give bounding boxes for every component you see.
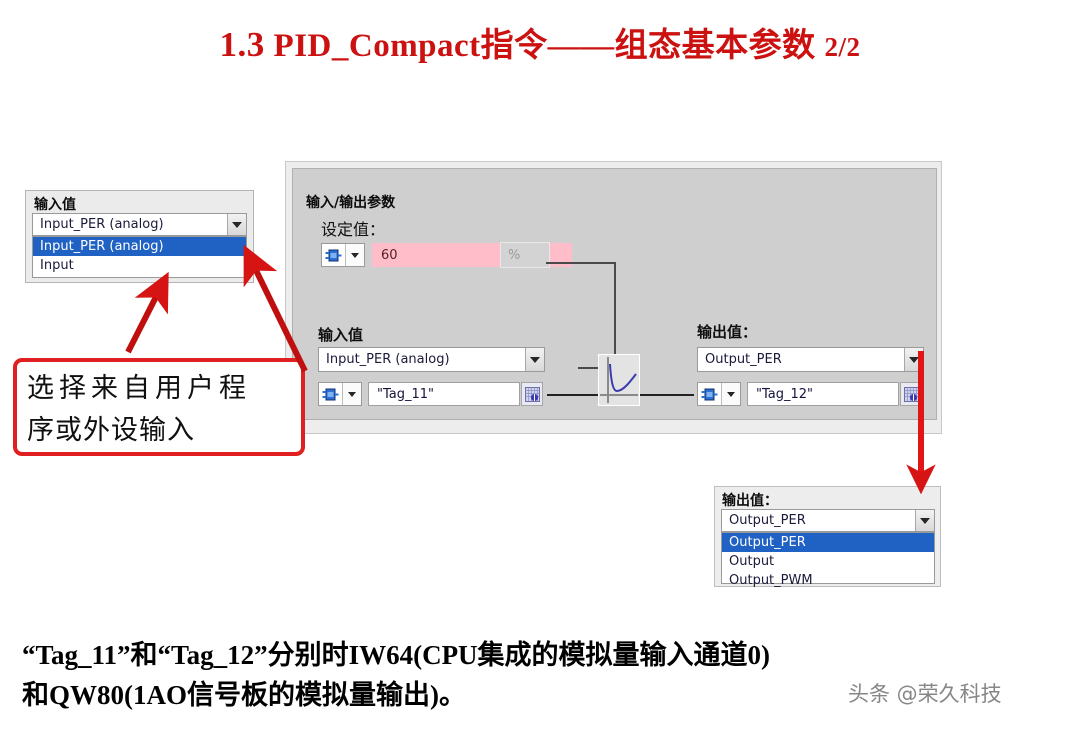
output-tag-value: "Tag_12" xyxy=(756,386,814,402)
input-value-combobox[interactable]: Input_PER (analog) xyxy=(32,213,247,236)
function-block-icon xyxy=(319,383,342,405)
function-block-glyph xyxy=(701,388,718,400)
output-value-dropdown-panel: 输出值： Output_PER Output_PER Output Output… xyxy=(714,486,941,588)
output-tag-field[interactable]: "Tag_12" xyxy=(747,382,899,406)
function-block-icon xyxy=(322,244,345,266)
pid-curve-block xyxy=(598,354,640,406)
function-block-glyph xyxy=(325,249,342,261)
input-value-combobox-arrow[interactable] xyxy=(227,214,246,235)
block-to-output-wire xyxy=(636,394,694,396)
annotation-line-1: 选择来自用户程 xyxy=(27,373,251,404)
title-page-indicator: 2/2 xyxy=(824,32,861,62)
function-block-glyph xyxy=(322,388,339,400)
output-tag-source-button[interactable] xyxy=(697,382,741,406)
caption-line-2: 和QW80(1AO信号板的模拟量输出)。 xyxy=(22,680,466,710)
page-title: 1.3 PID_Compact指令——组态基本参数 2/2 xyxy=(0,18,1080,66)
setpoint-unit: % xyxy=(508,247,521,263)
output-value-label: 输出值： xyxy=(697,323,758,341)
output-value-combobox[interactable]: Output_PER xyxy=(721,509,935,532)
br-panel-header: 输出值： xyxy=(722,493,778,509)
chevron-down-icon xyxy=(530,356,540,363)
chevron-down-icon xyxy=(350,252,359,258)
title-main: PID_Compact指令——组态基本参数 xyxy=(273,28,816,64)
input-value-combobox-value: Input_PER (analog) xyxy=(40,217,164,232)
output-value-combobox-value: Output_PER xyxy=(729,513,806,528)
caption-line-1: “Tag_11”和“Tag_12”分别时IW64(CPU集成的模拟量输入通道0) xyxy=(22,640,771,670)
input-mode-value: Input_PER (analog) xyxy=(326,352,450,367)
chevron-down-icon xyxy=(920,517,930,524)
input-tag-source-button[interactable] xyxy=(318,382,362,406)
output-value-option-list[interactable]: Output_PER Output Output_PWM xyxy=(721,532,935,588)
pid-curve-icon xyxy=(600,357,638,403)
chevron-down-icon xyxy=(232,221,242,228)
chevron-down-icon xyxy=(909,356,919,363)
input-value-option-list[interactable]: Input_PER (analog) Input xyxy=(32,236,247,278)
input-tag-browse-button[interactable] xyxy=(521,382,543,406)
watermark: 头条 @荣久科技 xyxy=(848,682,1002,706)
tag-table-icon xyxy=(524,386,540,402)
setpoint-unit-box: % xyxy=(500,242,550,268)
input-to-block-wire xyxy=(547,394,602,396)
tag-table-icon xyxy=(903,386,919,402)
input-value-label: 输入值 xyxy=(318,326,364,344)
section-title-io-parameters: 输入/输出参数 xyxy=(306,195,396,211)
setpoint-wire-horizontal xyxy=(546,262,616,264)
annotation-callout: 选择来自用户程 序或外设输入 xyxy=(13,358,305,456)
setpoint-source-dropdown-arrow[interactable] xyxy=(344,244,364,266)
arrow-to-left-dropdown xyxy=(125,271,169,354)
input-tag-source-dropdown-arrow[interactable] xyxy=(341,383,361,405)
input-tag-field[interactable]: "Tag_11" xyxy=(368,382,520,406)
output-value-combobox-arrow[interactable] xyxy=(915,510,934,531)
output-tag-browse-button[interactable] xyxy=(900,382,922,406)
chevron-down-icon xyxy=(726,391,735,397)
setpoint-wire-into-block xyxy=(578,367,616,369)
list-item-output-pwm[interactable]: Output_PWM xyxy=(729,573,813,588)
left-panel-header: 输入值 xyxy=(34,197,76,213)
output-mode-combobox[interactable]: Output_PER xyxy=(697,347,924,372)
list-item-output-per[interactable]: Output_PER xyxy=(722,533,934,552)
input-mode-combobox-arrow[interactable] xyxy=(525,348,544,371)
list-item-input[interactable]: Input xyxy=(40,258,74,273)
input-mode-combobox[interactable]: Input_PER (analog) xyxy=(318,347,545,372)
caption-text: “Tag_11”和“Tag_12”分别时IW64(CPU集成的模拟量输入通道0)… xyxy=(22,635,1062,715)
setpoint-label: 设定值： xyxy=(321,220,386,239)
title-number: 1.3 xyxy=(219,25,265,64)
input-value-dropdown-panel: 输入值 Input_PER (analog) Input_PER (analog… xyxy=(25,190,254,283)
output-mode-value: Output_PER xyxy=(705,352,782,367)
setpoint-source-button[interactable] xyxy=(321,243,365,267)
chevron-down-icon xyxy=(347,391,356,397)
annotation-callout-text: 选择来自用户程 序或外设输入 xyxy=(27,368,299,452)
setpoint-value: 60 xyxy=(381,247,398,263)
setpoint-wire-vertical xyxy=(614,262,616,369)
annotation-line-2: 序或外设输入 xyxy=(27,415,195,446)
list-item-input-per[interactable]: Input_PER (analog) xyxy=(33,237,246,256)
function-block-icon xyxy=(698,383,721,405)
output-tag-source-dropdown-arrow[interactable] xyxy=(720,383,740,405)
list-item-output[interactable]: Output xyxy=(729,554,775,569)
output-mode-combobox-arrow[interactable] xyxy=(904,348,923,371)
input-tag-value: "Tag_11" xyxy=(377,386,435,402)
